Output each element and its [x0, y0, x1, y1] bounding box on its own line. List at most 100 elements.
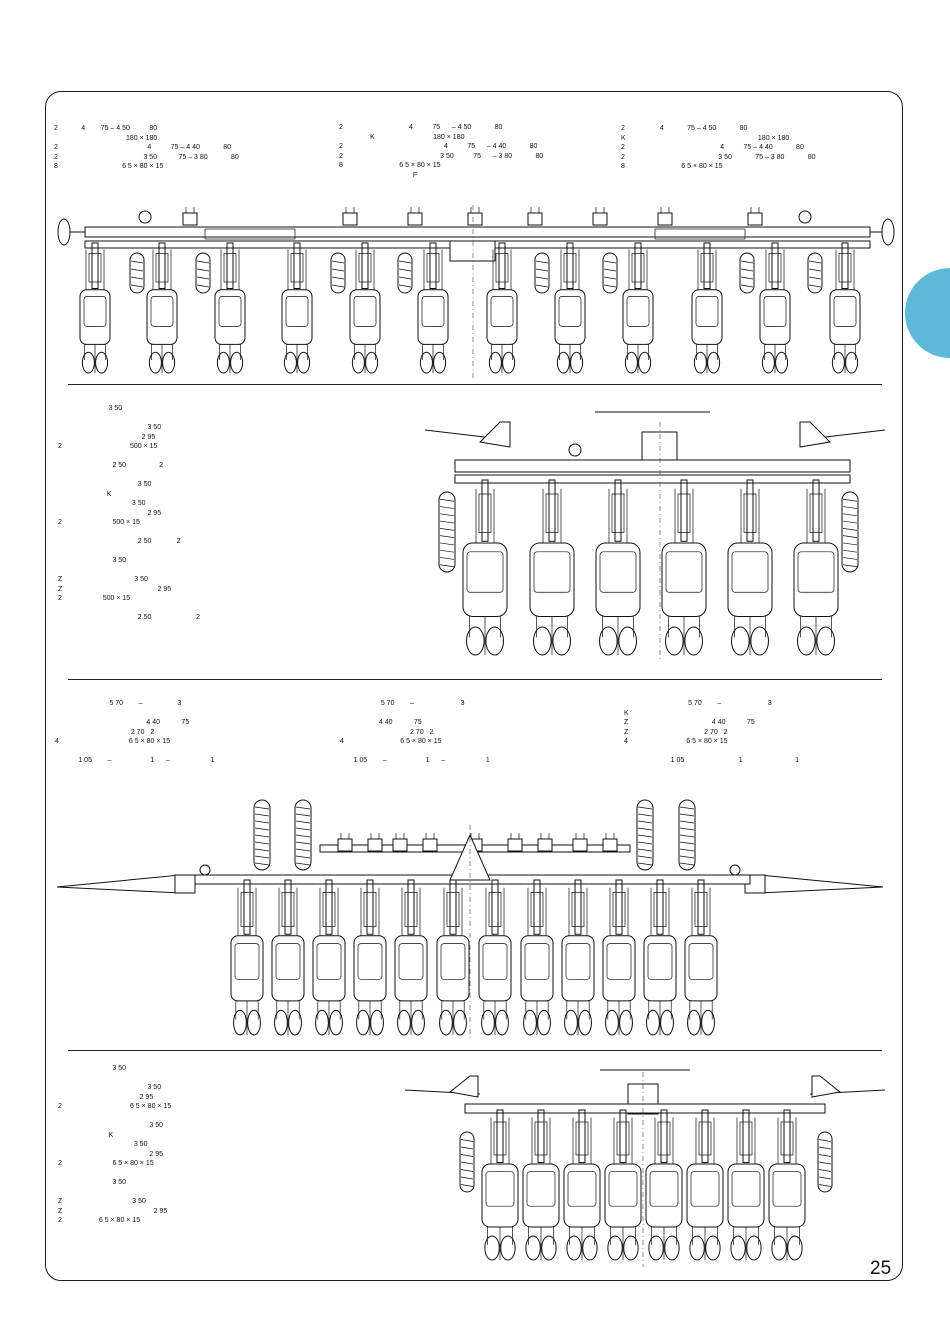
mount-bracket: [367, 838, 383, 852]
spec-block-s3-col3: 5 70 – 3 K Z 4 40 75 Z 2 70 2 4 6 5 × 80…: [624, 700, 800, 764]
seed-hopper: [661, 542, 707, 617]
hub-symbol: [729, 864, 741, 876]
mount-bracket: [407, 212, 423, 226]
toolbar-frame: [454, 474, 851, 484]
press-wheel: [411, 1009, 425, 1036]
press-wheel: [500, 1235, 516, 1261]
press-wheel: [419, 351, 433, 374]
page-number: 25: [870, 1258, 892, 1279]
press-wheel: [624, 351, 638, 374]
seed-hopper: [394, 935, 428, 1002]
seed-hopper: [230, 935, 264, 1002]
gauge-wheel-tire: [195, 252, 211, 294]
press-wheel: [648, 1235, 664, 1261]
press-wheel: [623, 1235, 639, 1261]
press-wheel: [351, 351, 365, 374]
spec-block-s4-col1: 3 50 3 50 2 95 2 6 5 × 80 × 15: [58, 1065, 172, 1224]
drawing-12-row-planter-telescopic: [56, 799, 884, 1040]
press-wheel: [607, 1235, 623, 1261]
gauge-wheel-tire: [129, 252, 145, 294]
gauge-wheel-tire: [807, 252, 823, 294]
seed-hopper: [478, 935, 512, 1002]
press-wheel: [370, 1009, 384, 1036]
mount-bracket: [537, 838, 553, 852]
row-unit: [727, 1109, 765, 1261]
center-hitch: [449, 240, 496, 262]
press-wheel: [485, 626, 504, 656]
mount-bracket: [602, 838, 618, 852]
press-wheel: [523, 1009, 537, 1036]
row-unit: [661, 479, 707, 656]
marker-disc: [57, 218, 71, 246]
press-wheel: [162, 351, 176, 374]
row-unit: [481, 1109, 519, 1261]
seed-hopper: [686, 1163, 724, 1228]
hub-symbol: [199, 864, 211, 876]
press-wheel: [484, 1235, 500, 1261]
gauge-wheel-tire: [678, 799, 696, 871]
spec-block-s3-col1: 5 70 – 3 4 40 75 2 70 2 4 6 5 × 80 × 15: [55, 700, 215, 764]
row-unit: [349, 242, 381, 374]
mount-bracket: [572, 838, 588, 852]
seed-hopper: [353, 935, 387, 1002]
gauge-wheel-tire: [294, 799, 312, 871]
seed-hopper: [312, 935, 346, 1002]
press-wheel: [684, 626, 703, 656]
row-unit: [478, 879, 512, 1036]
row-unit: [230, 879, 264, 1036]
row-unit: [554, 242, 586, 374]
press-wheel: [750, 626, 769, 656]
seed-hopper: [481, 1163, 519, 1228]
press-wheel: [664, 1235, 680, 1261]
mount-bracket: [422, 838, 438, 852]
press-wheel: [797, 626, 816, 656]
row-unit: [462, 479, 508, 656]
row-unit: [793, 479, 839, 656]
press-wheel: [315, 1009, 329, 1036]
spec-block-s1-col1: 2 4 75 – 4 50 80 180 × 180 2 4 75 – 4 40…: [54, 125, 239, 170]
mount-bracket: [507, 838, 523, 852]
seed-hopper: [768, 1163, 806, 1228]
press-wheel: [274, 1009, 288, 1036]
row-unit: [214, 242, 246, 374]
press-wheel: [329, 1009, 343, 1036]
press-wheel: [771, 1235, 787, 1261]
row-unit: [417, 242, 449, 374]
press-wheel: [481, 1009, 495, 1036]
press-wheel: [687, 1009, 701, 1036]
press-wheel: [556, 351, 570, 374]
row-unit: [829, 242, 861, 374]
press-wheel: [247, 1009, 261, 1036]
press-wheel: [288, 1009, 302, 1036]
press-wheel: [761, 351, 775, 374]
press-wheel: [701, 1009, 715, 1036]
press-wheel: [730, 1235, 746, 1261]
row-unit: [686, 1109, 724, 1261]
gauge-wheel-tire: [817, 1131, 833, 1193]
press-wheel: [488, 351, 502, 374]
mount-bracket: [592, 212, 608, 226]
gauge-wheel-tire: [397, 252, 413, 294]
press-wheel: [495, 1009, 509, 1036]
page-frame: [45, 91, 903, 1281]
row-unit: [436, 879, 470, 1036]
seed-hopper: [462, 542, 508, 617]
press-wheel: [81, 351, 95, 374]
press-wheel: [570, 351, 584, 374]
gauge-wheel-tire: [438, 491, 456, 573]
seed-hopper: [436, 935, 470, 1002]
press-wheel: [599, 626, 618, 656]
press-wheel: [831, 351, 845, 374]
row-unit: [622, 242, 654, 374]
section-divider: [68, 679, 882, 681]
seed-hopper: [793, 542, 839, 617]
press-wheel: [552, 626, 571, 656]
press-wheel: [439, 1009, 453, 1036]
press-wheel: [433, 351, 447, 374]
press-wheel: [705, 1235, 721, 1261]
press-wheel: [638, 351, 652, 374]
press-wheel: [453, 1009, 467, 1036]
toolbar-frame: [464, 1103, 826, 1114]
drawing-12-row-planter-front: [57, 205, 895, 380]
seed-hopper: [271, 935, 305, 1002]
